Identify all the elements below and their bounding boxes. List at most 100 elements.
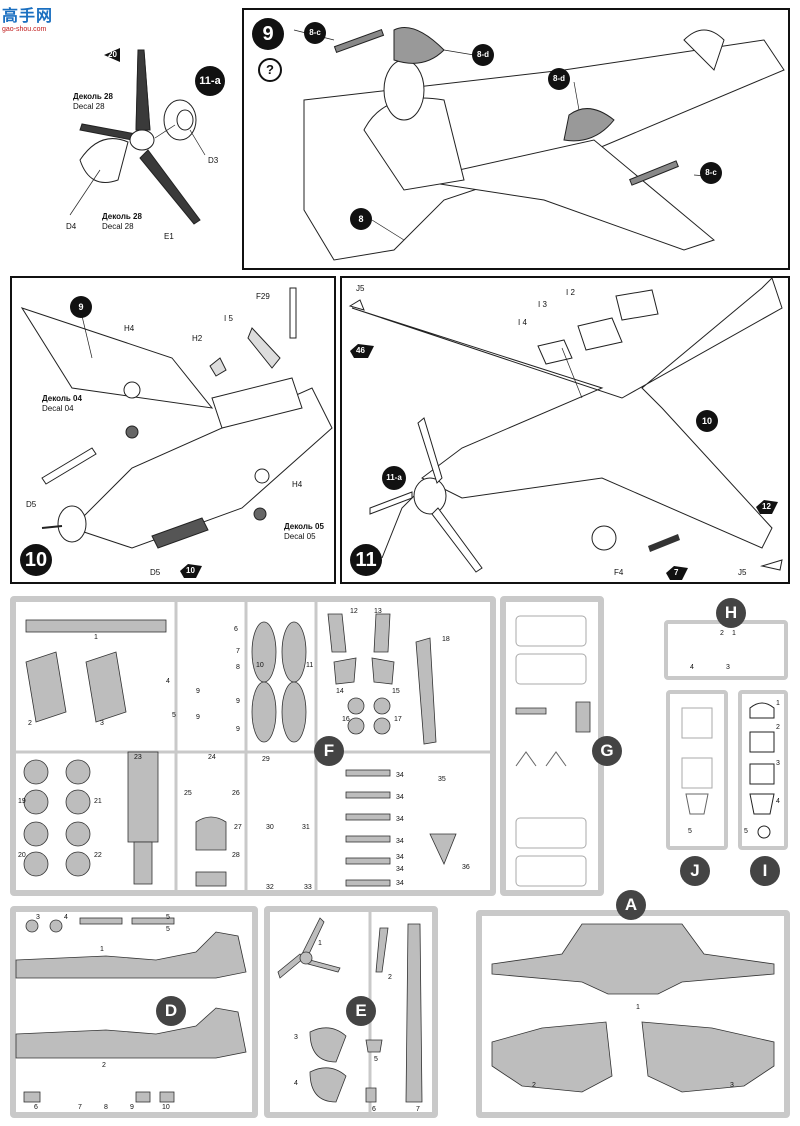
f-part-25: 25 xyxy=(184,790,192,797)
f-part-29: 29 xyxy=(262,756,270,763)
callout-8d-mid-text: 8-d xyxy=(553,74,565,83)
callout-8c-right: 8-c xyxy=(700,162,722,184)
part-i3: I 3 xyxy=(538,300,547,309)
h-part-4: 4 xyxy=(690,664,694,671)
step-9-drawing xyxy=(293,27,785,261)
f-part-9b: 9 xyxy=(236,698,240,705)
f-part-15: 15 xyxy=(392,688,400,695)
e-part-3: 3 xyxy=(294,1034,298,1041)
f-part-24: 24 xyxy=(208,754,216,761)
sprue-g-parts xyxy=(515,615,591,887)
sprue-i-letter: I xyxy=(762,861,768,880)
sprue-e-letter: E xyxy=(355,1001,367,1020)
f-part-34b: 34 xyxy=(396,794,404,801)
f-part-35: 35 xyxy=(438,776,446,783)
f-part-12: 12 xyxy=(350,608,358,615)
f-part-30: 30 xyxy=(266,824,274,831)
f-part-4: 4 xyxy=(166,678,170,685)
part-f4: F4 xyxy=(614,568,624,577)
h-part-2: 2 xyxy=(720,630,724,637)
sprue-i-badge: I xyxy=(750,856,780,886)
step-9-number: 9 xyxy=(262,23,274,45)
decal-05-en: Decal 05 xyxy=(284,532,316,541)
f-part-9a: 9 xyxy=(196,688,200,695)
step-9-badge: 9 xyxy=(252,18,284,50)
f-part-28: 28 xyxy=(232,852,240,859)
callout-8d-mid: 8-d xyxy=(548,68,570,90)
sprue-g-badge: G xyxy=(592,736,622,766)
part-f29: F29 xyxy=(256,292,270,301)
f-part-9c: 9 xyxy=(196,714,200,721)
part-h4-top: H4 xyxy=(124,324,135,333)
part-d5-left: D5 xyxy=(26,500,37,509)
callout-9-text: 9 xyxy=(78,302,84,312)
d-part-6: 6 xyxy=(34,1104,38,1111)
f-part-34e: 34 xyxy=(396,854,404,861)
j-part-5: 5 xyxy=(688,828,692,835)
f-part-6: 6 xyxy=(234,626,238,633)
f-part-14: 14 xyxy=(336,688,344,695)
sprue-a-badge: A xyxy=(616,890,646,920)
f-part-34c: 34 xyxy=(396,816,404,823)
f-part-8: 8 xyxy=(236,664,240,671)
f-part-5: 5 xyxy=(172,712,176,719)
sprue-e-parts xyxy=(277,912,423,1112)
f-part-11: 11 xyxy=(306,662,314,669)
ref-7-label: 7 xyxy=(674,568,679,577)
ref-star-12: 12 xyxy=(756,500,778,514)
i-part-3: 3 xyxy=(776,760,780,767)
sprue-d-parts xyxy=(15,917,247,1103)
sprue-h: 2 1 4 3 xyxy=(664,620,788,680)
help-mark: ? xyxy=(266,62,274,77)
sprue-i: 1 2 3 4 5 xyxy=(738,690,788,850)
ref-star-10: 10 xyxy=(180,564,202,578)
sprue-e: 1 2 3 4 5 6 7 E xyxy=(264,906,438,1118)
callout-11a-text: 11-a xyxy=(386,473,402,482)
callout-10-text: 10 xyxy=(701,416,712,426)
a-part-2: 2 xyxy=(532,1082,536,1089)
sprue-a: 1 2 3 xyxy=(476,910,790,1118)
decal-05-ru: Деколь 05 xyxy=(284,522,324,531)
d-part-4: 4 xyxy=(64,914,68,921)
d-part-7: 7 xyxy=(78,1104,82,1111)
decal-28-bottom-ru: Деколь 28 xyxy=(102,212,142,221)
ref-10-label: 10 xyxy=(186,566,195,575)
step-11a-label: 11-a xyxy=(199,75,221,87)
f-part-21: 21 xyxy=(94,798,102,805)
decal-28-top-en: Decal 28 xyxy=(73,102,105,111)
d-part-8: 8 xyxy=(104,1104,108,1111)
decal-04-en: Decal 04 xyxy=(42,404,74,413)
f-part-32: 32 xyxy=(266,884,274,891)
logo-text: 高手网 xyxy=(2,8,54,25)
callout-9: 9 xyxy=(70,296,92,318)
e-part-2: 2 xyxy=(388,974,392,981)
e-part-7: 7 xyxy=(416,1106,420,1113)
d-part-10: 10 xyxy=(162,1104,170,1111)
ref-star-20: 20 xyxy=(100,48,120,62)
e-part-1: 1 xyxy=(318,940,322,947)
step-11-drawing xyxy=(348,277,783,573)
sprue-j-letter: J xyxy=(690,861,700,880)
f-part-7: 7 xyxy=(236,648,240,655)
f-part-36: 36 xyxy=(462,864,470,871)
sprue-j-parts xyxy=(681,707,713,815)
step-11-badge: 11 xyxy=(350,544,382,576)
step-10-drawing xyxy=(20,287,333,549)
ref-12-label: 12 xyxy=(762,502,771,511)
sprue-g-letter: G xyxy=(600,741,614,760)
callout-8c-top-text: 8-c xyxy=(309,28,321,37)
step-10-number: 10 xyxy=(24,549,48,571)
sprue-j-badge: J xyxy=(680,856,710,886)
f-part-34a: 34 xyxy=(396,772,404,779)
decal-04-ru: Деколь 04 xyxy=(42,394,82,403)
sprue-f-badge: F xyxy=(314,736,344,766)
sprue-f-parts xyxy=(16,602,490,890)
f-part-19: 19 xyxy=(18,798,26,805)
d-part-5b: 5 xyxy=(166,926,170,933)
sprue-d-badge: D xyxy=(156,996,186,1026)
f-part-20: 20 xyxy=(18,852,26,859)
f-part-10: 10 xyxy=(256,662,264,669)
callout-8: 8 xyxy=(350,208,372,230)
sprue-d: 3 4 5 5 1 2 6 7 8 9 10 D xyxy=(10,906,258,1118)
f-part-31: 31 xyxy=(302,824,310,831)
